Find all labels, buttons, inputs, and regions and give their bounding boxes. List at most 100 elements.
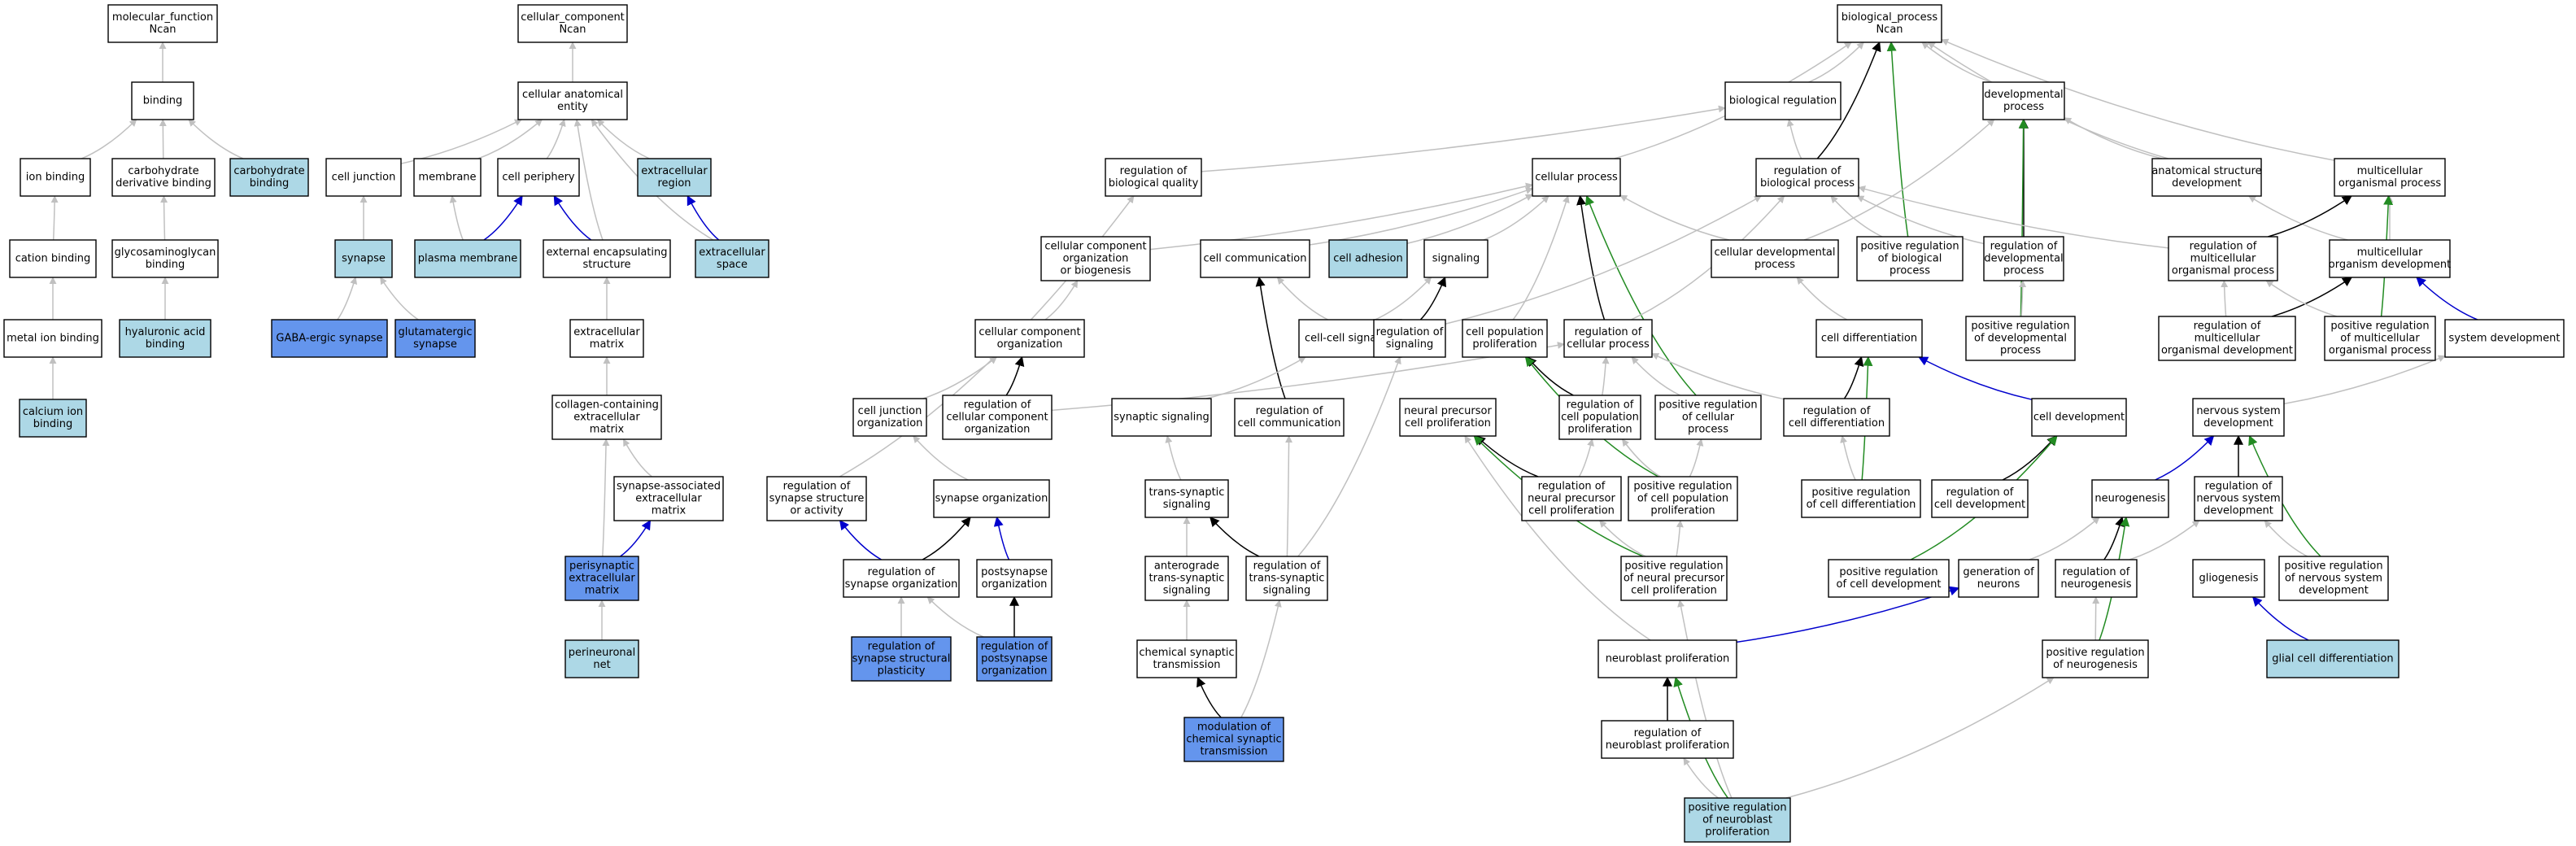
- term-node-sysdev[interactable]: system development: [2444, 319, 2565, 358]
- term-node-ionbind[interactable]: ion binding: [20, 158, 91, 197]
- term-label-line: proliferation: [1472, 338, 1536, 351]
- term-node-membrane[interactable]: membrane: [413, 158, 482, 197]
- term-node-metalbind[interactable]: metal ion binding: [3, 319, 102, 358]
- term-node-neurogen[interactable]: neurogenesis: [2091, 479, 2169, 518]
- term-node-synapse[interactable]: synapse: [334, 239, 393, 278]
- term-box: [1983, 236, 2064, 281]
- term-node-celldiff[interactable]: cell differentiation: [1815, 319, 1923, 358]
- term-node-cellperiph[interactable]: cell periphery: [497, 158, 580, 197]
- edge-posregneuroblast-to-regneuroblast: [1683, 757, 1719, 799]
- term-label-line: positive regulation: [1658, 399, 1757, 412]
- term-node-cellcomm[interactable]: cell communication: [1200, 239, 1310, 278]
- term-node-signaling[interactable]: signaling: [1423, 239, 1489, 278]
- term-box: [517, 4, 628, 43]
- term-node-plasmamem[interactable]: plasma membrane: [414, 239, 521, 278]
- term-node-cellproc[interactable]: cellular process: [1532, 158, 1621, 197]
- term-node-celljunc[interactable]: cell junction: [325, 158, 402, 197]
- term-node-bioreg[interactable]: biological regulation: [1724, 81, 1842, 120]
- term-node-cationbind[interactable]: cation binding: [9, 239, 97, 278]
- term-node-gabasyn[interactable]: GABA-ergic synapse: [271, 319, 388, 358]
- term-node-binding[interactable]: binding: [131, 81, 194, 120]
- term-node-celladh[interactable]: cell adhesion: [1328, 239, 1408, 278]
- term-label-line: organismal process: [2172, 265, 2274, 277]
- term-label-line: binding: [250, 177, 289, 190]
- edge-synsig-to-ccsig: [1205, 356, 1306, 399]
- term-node-synsig[interactable]: synaptic signaling: [1111, 398, 1212, 437]
- term-node-neuroblast[interactable]: neuroblast proliferation: [1597, 639, 1737, 678]
- term-label-line: cellular component: [946, 412, 1048, 424]
- term-node-glialdiff[interactable]: glial cell differentiation: [2266, 639, 2399, 678]
- term-node-synorg[interactable]: synapse organization: [933, 479, 1050, 518]
- term-node-celldev[interactable]: cell development: [2031, 398, 2127, 437]
- term-node-gliogen[interactable]: gliogenesis: [2192, 559, 2265, 598]
